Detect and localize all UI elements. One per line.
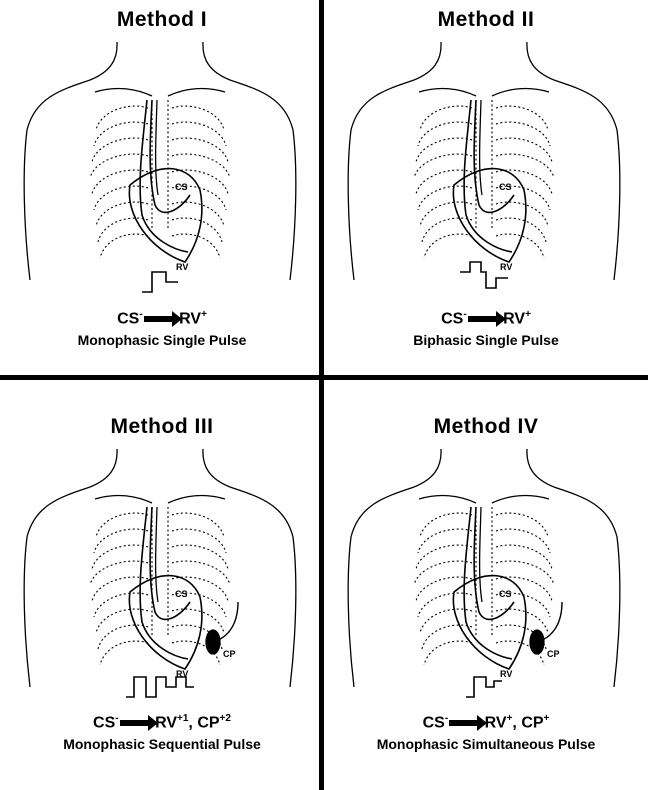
rib-right [496, 545, 552, 569]
lead-svc [156, 100, 158, 195]
rib-left [92, 138, 148, 162]
rib-left [414, 561, 472, 585]
rib-left [414, 154, 472, 178]
clavicle-left [95, 89, 152, 96]
rib-left [94, 122, 148, 146]
clavicle-right [492, 496, 549, 503]
lead-rv [140, 100, 188, 252]
rib-right [172, 561, 230, 585]
rib-right [172, 106, 224, 130]
clavicle-right [168, 496, 225, 503]
rib-right [496, 234, 544, 258]
torso: CS RV CP [348, 449, 620, 687]
rib-left [90, 154, 148, 178]
rib-left [90, 561, 148, 585]
electrode-configuration: CS- RV+ [0, 309, 324, 328]
clavicle-left [419, 89, 476, 96]
rib-left [420, 513, 472, 537]
pulse-caption: Monophasic Single Pulse [0, 332, 324, 348]
clavicle-left [95, 496, 152, 503]
rib-left [96, 513, 148, 537]
torso: CS RV [24, 42, 296, 280]
label-rv: RV [500, 669, 512, 679]
rib-left [100, 641, 148, 665]
clavicle-right [492, 89, 549, 96]
rib-left [92, 545, 148, 569]
rib-right [172, 138, 228, 162]
rib-left [418, 529, 472, 553]
rib-left [98, 218, 148, 242]
rib-left [416, 138, 472, 162]
pulse-caption: Biphasic Single Pulse [324, 332, 648, 348]
rib-right [496, 154, 554, 178]
panel-method-3: Method III CSRVCP CS- RV+1, CP+2 Monopha… [0, 395, 324, 790]
rib-right [172, 154, 230, 178]
lead-svc [480, 507, 482, 602]
shoulder-left-outline [348, 42, 441, 280]
lead-svc [480, 100, 482, 195]
rib-left [94, 529, 148, 553]
shoulder-right-outline [527, 42, 620, 280]
label-rv: RV [500, 262, 512, 272]
arrow-icon [144, 316, 174, 322]
rib-left [424, 641, 472, 665]
rib-right [172, 513, 224, 537]
electrode-configuration: CS- RV+1, CP+2 [0, 713, 324, 732]
rib-left [424, 234, 472, 258]
arrow-icon [120, 720, 150, 726]
rib-right [496, 529, 550, 553]
rib-right [496, 122, 550, 146]
pulse-waveform [126, 677, 194, 697]
rib-left [100, 234, 148, 258]
label-cp: CP [547, 649, 560, 659]
label-cs: CS [499, 182, 512, 192]
rib-right [172, 529, 226, 553]
rib-right [496, 106, 548, 130]
lead-svc [156, 507, 158, 602]
rib-right [496, 561, 554, 585]
torso: CS RV [348, 42, 620, 280]
rib-left [416, 545, 472, 569]
shoulder-right-outline [203, 42, 296, 280]
pulse-waveform [142, 272, 178, 292]
rib-left [98, 625, 148, 649]
lead-rv [464, 100, 512, 252]
rib-left [420, 106, 472, 130]
label-cs: CS [175, 182, 188, 192]
rib-right [496, 513, 548, 537]
rib-left [418, 122, 472, 146]
rib-left [96, 106, 148, 130]
shoulder-left-outline [24, 42, 117, 280]
electrode-configuration: CS- RV+ [324, 309, 648, 328]
electrode-configuration: CS- RV+, CP+ [324, 713, 648, 732]
rib-left [422, 625, 472, 649]
pulse-waveform [466, 677, 502, 697]
shoulder-left-outline [24, 449, 117, 687]
label-rv: RV [176, 262, 188, 272]
lead-rv [464, 507, 512, 659]
rib-right [172, 234, 220, 258]
label-cs: CS [175, 589, 188, 599]
rib-right [496, 138, 552, 162]
rib-right [172, 545, 228, 569]
rib-left [422, 218, 472, 242]
rib-cage [414, 100, 554, 258]
rib-right [172, 122, 226, 146]
rib-cage [90, 100, 230, 258]
pulse-caption: Monophasic Sequential Pulse [0, 736, 324, 752]
label-cp: CP [223, 649, 236, 659]
clavicle-right [168, 89, 225, 96]
arrow-icon [468, 316, 498, 322]
lead-rv [140, 507, 188, 659]
clavicle-left [419, 496, 476, 503]
arrow-icon [449, 720, 479, 726]
label-cs: CS [499, 589, 512, 599]
pulse-caption: Monophasic Simultaneous Pulse [324, 736, 648, 752]
shoulder-left-outline [348, 449, 441, 687]
